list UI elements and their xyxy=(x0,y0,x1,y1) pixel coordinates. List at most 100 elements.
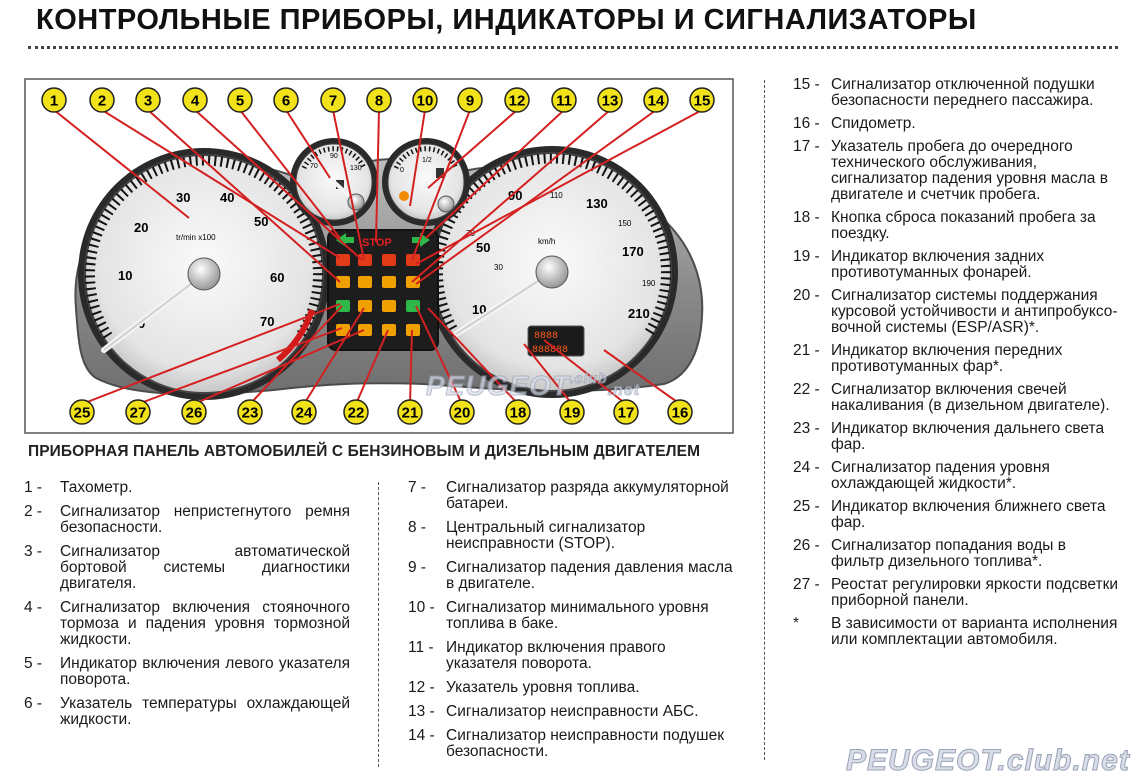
svg-text:24: 24 xyxy=(296,405,313,422)
svg-text:3: 3 xyxy=(144,93,152,110)
watermark-logo: PEUGEOT.club.net xyxy=(846,744,1130,778)
legend-item-23: 23 -Индикатор включения дальнего света ф… xyxy=(793,420,1105,453)
legend-item-8: 8 -Центральный сигнализатор неисправност… xyxy=(408,519,646,552)
legend-footnote: *В зависимости от варианта исполнения ил… xyxy=(793,615,1118,648)
svg-text:130: 130 xyxy=(350,165,362,172)
legend-item-12: 12 -Указатель уровня топлива. xyxy=(408,679,640,696)
svg-text:8: 8 xyxy=(375,93,383,110)
callout-15: 15 xyxy=(689,87,715,113)
legend-item-4: 4 -Сигнализатор включения стояночного то… xyxy=(24,599,350,648)
legend-item-16: 16 -Спидометр. xyxy=(793,115,916,132)
instrument-panel-diagram: 0 10 20 30 40 50 60 70 tr/min x100 10 30… xyxy=(24,78,734,434)
column-divider-right xyxy=(764,80,765,760)
tacho-tick-30: 30 xyxy=(176,190,190,205)
svg-text:27: 27 xyxy=(130,405,147,422)
callouts-bottom: 25 27 26 23 24 22 21 20 18 19 17 16 xyxy=(69,399,693,425)
svg-text:16: 16 xyxy=(672,405,689,422)
stop-lamp-label: STOP xyxy=(362,237,392,249)
callout-20: 20 xyxy=(449,399,475,425)
temperature-gauge: 70 90 130 xyxy=(290,138,378,226)
legend-item-26: 26 -Сигнализатор попадания воды в фильтр… xyxy=(793,537,1066,570)
diagram-caption: ПРИБОРНАЯ ПАНЕЛЬ АВТОМОБИЛЕЙ С БЕНЗИНОВЫ… xyxy=(28,443,701,460)
legend-item-25: 25 -Индикатор включения ближнего света ф… xyxy=(793,498,1106,531)
callout-3: 3 xyxy=(135,87,161,113)
tacho-tick-70: 70 xyxy=(260,314,274,329)
page-title: КОНТРОЛЬНЫЕ ПРИБОРЫ, ИНДИКАТОРЫ И СИГНАЛ… xyxy=(36,4,977,36)
legend-item-6: 6 -Указатель температуры охлаждающей жид… xyxy=(24,695,350,728)
legend-item-7: 7 -Сигнализатор разряда аккумуляторной б… xyxy=(408,479,729,512)
svg-text:17: 17 xyxy=(618,405,635,422)
svg-text:8888: 8888 xyxy=(534,331,558,342)
svg-text:18: 18 xyxy=(510,405,527,422)
fuel-gauge: 0 1/2 xyxy=(382,138,470,226)
callout-6: 6 xyxy=(273,87,299,113)
callout-1: 1 xyxy=(41,87,67,113)
right-turn-indicator-icon xyxy=(412,233,430,247)
svg-text:50: 50 xyxy=(476,240,490,255)
svg-text:25: 25 xyxy=(74,405,91,422)
callout-22: 22 xyxy=(343,399,369,425)
title-divider xyxy=(28,46,1118,49)
callout-24: 24 xyxy=(291,399,317,425)
svg-text:170: 170 xyxy=(622,244,644,259)
svg-text:14: 14 xyxy=(648,93,665,110)
column-divider-left xyxy=(378,482,379,767)
warning-lamp-cluster: STOP xyxy=(327,229,439,351)
legend-item-5: 5 -Индикатор включения левого указателя … xyxy=(24,655,350,688)
svg-text:11: 11 xyxy=(556,93,572,110)
legend-item-13: 13 -Сигнализатор неисправности АБС. xyxy=(408,703,699,720)
callout-5: 5 xyxy=(227,87,253,113)
legend-item-2: 2 -Сигнализатор непристег­нутого ремня б… xyxy=(24,503,350,536)
callout-13: 13 xyxy=(597,87,623,113)
tacho-tick-40: 40 xyxy=(220,190,234,205)
tacho-tick-20: 20 xyxy=(134,220,148,235)
callout-14: 14 xyxy=(643,87,669,113)
svg-text:7: 7 xyxy=(329,93,337,110)
callout-7: 7 xyxy=(320,87,346,113)
svg-text:22: 22 xyxy=(348,405,365,422)
svg-text:70: 70 xyxy=(310,163,318,170)
callout-10: 10 xyxy=(412,87,438,113)
svg-text:30: 30 xyxy=(494,263,503,272)
svg-text:12: 12 xyxy=(509,93,526,110)
svg-text:90: 90 xyxy=(508,188,522,203)
svg-text:150: 150 xyxy=(618,219,632,228)
legend-item-24: 24 -Сигнализатор падения уровня охлаждаю… xyxy=(793,459,1050,492)
svg-text:10: 10 xyxy=(417,93,434,110)
legend-item-10: 10 -Сигнализатор минимального уровня топ… xyxy=(408,599,709,632)
callout-16: 16 xyxy=(667,399,693,425)
legend-item-3: 3 -Сигнализатор автомати­ческой бортовой… xyxy=(24,543,350,592)
svg-text:21: 21 xyxy=(402,405,419,422)
svg-text:210: 210 xyxy=(628,306,650,321)
svg-text:190: 190 xyxy=(642,279,656,288)
svg-text:20: 20 xyxy=(454,405,471,422)
callout-26: 26 xyxy=(181,399,207,425)
svg-text:1/2: 1/2 xyxy=(422,157,432,164)
tacho-tick-50: 50 xyxy=(254,214,268,229)
svg-text:26: 26 xyxy=(186,405,203,422)
callout-12: 12 xyxy=(504,87,530,113)
svg-text:2: 2 xyxy=(98,93,106,110)
svg-text:15: 15 xyxy=(694,93,711,110)
odometer-display xyxy=(527,325,585,357)
svg-text:9: 9 xyxy=(466,93,474,110)
legend-item-19: 19 -Индикатор включения задних противоту… xyxy=(793,248,1045,281)
callout-11: 11 xyxy=(551,87,577,113)
svg-text:19: 19 xyxy=(564,405,581,422)
legend-item-27: 27 -Реостат регулировки яркости подсветк… xyxy=(793,576,1119,609)
speedo-unit-label: km/h xyxy=(538,237,555,246)
svg-text:5: 5 xyxy=(236,93,244,110)
legend-item-15: 15 -Сигнализатор отключенной подушки без… xyxy=(793,76,1095,109)
legend-item-9: 9 -Сигнализатор падения давления масла в… xyxy=(408,559,733,592)
legend-item-21: 21 -Индикатор включения передних противо… xyxy=(793,342,1063,375)
legend-item-14: 14 -Сигнализатор неисправности подушек б… xyxy=(408,727,725,760)
callout-23: 23 xyxy=(237,399,263,425)
svg-text:0: 0 xyxy=(400,167,404,174)
svg-text:90: 90 xyxy=(330,153,338,160)
callouts-top: 1 2 3 4 5 6 7 8 10 9 12 11 13 14 15 xyxy=(41,87,715,113)
callout-17: 17 xyxy=(613,399,639,425)
svg-text:23: 23 xyxy=(242,405,259,422)
callout-8: 8 xyxy=(366,87,392,113)
callout-18: 18 xyxy=(505,399,531,425)
svg-text:888888: 888888 xyxy=(532,345,568,356)
